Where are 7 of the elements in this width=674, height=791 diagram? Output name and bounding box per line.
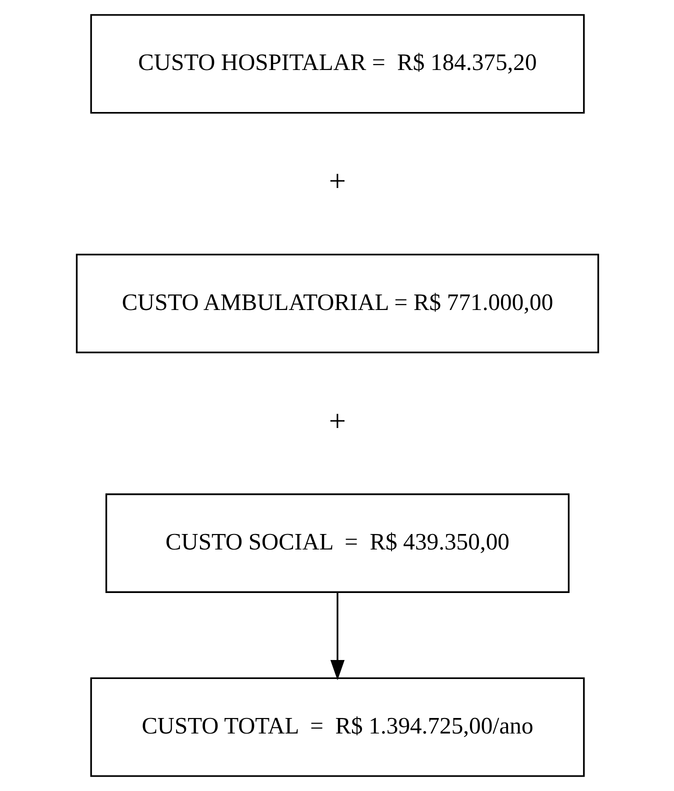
node-box: CUSTO AMBULATORIAL = R$ 771.000,00 bbox=[75, 254, 599, 354]
node-box: CUSTO TOTAL = R$ 1.394.725,00/ano bbox=[90, 677, 584, 777]
node-box: CUSTO SOCIAL = R$ 439.350,00 bbox=[104, 493, 570, 593]
label: + bbox=[328, 164, 346, 198]
node-box: CUSTO HOSPITALAR = R$ 184.375,20 bbox=[90, 14, 584, 114]
arrow bbox=[330, 592, 344, 680]
label: + bbox=[328, 404, 346, 438]
